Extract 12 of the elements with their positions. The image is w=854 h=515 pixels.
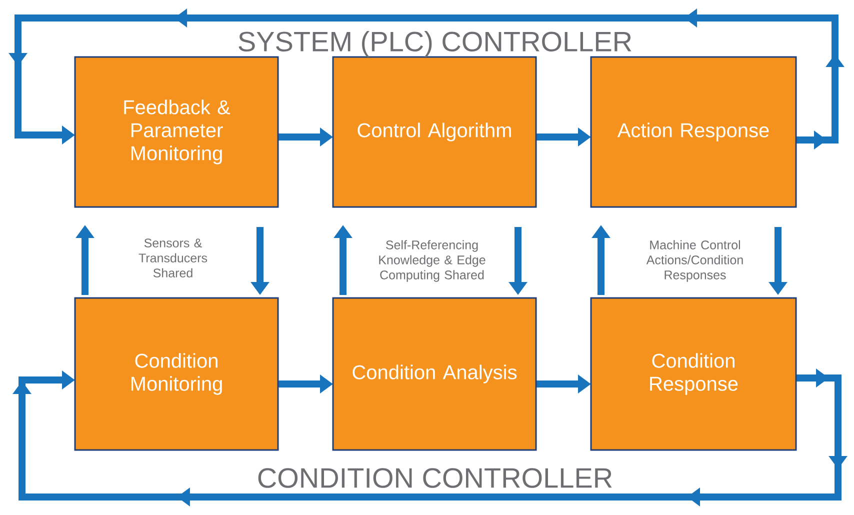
process-box: Action Response	[590, 56, 797, 208]
section-title: CONDITION CONTROLLER	[258, 468, 612, 488]
process-box: Control Algorithm	[332, 56, 537, 208]
annotation-text: Self-Referencing Knowledge & Edge Computing Shared	[379, 240, 486, 282]
annotation-text: Sensors & Transducers Shared	[138, 238, 208, 278]
process-box: Condition Analysis	[332, 297, 537, 451]
process-box: Condition Monitoring	[74, 297, 279, 451]
process-box: Feedback & Parameter Monitoring	[74, 56, 279, 208]
annotation-text: Machine Control Actions/Condition Responses	[646, 240, 743, 282]
section-title: SYSTEM (PLC) CONTROLLER	[238, 30, 632, 58]
process-box: Condition Response	[590, 297, 797, 451]
arrow	[12, 368, 848, 506]
